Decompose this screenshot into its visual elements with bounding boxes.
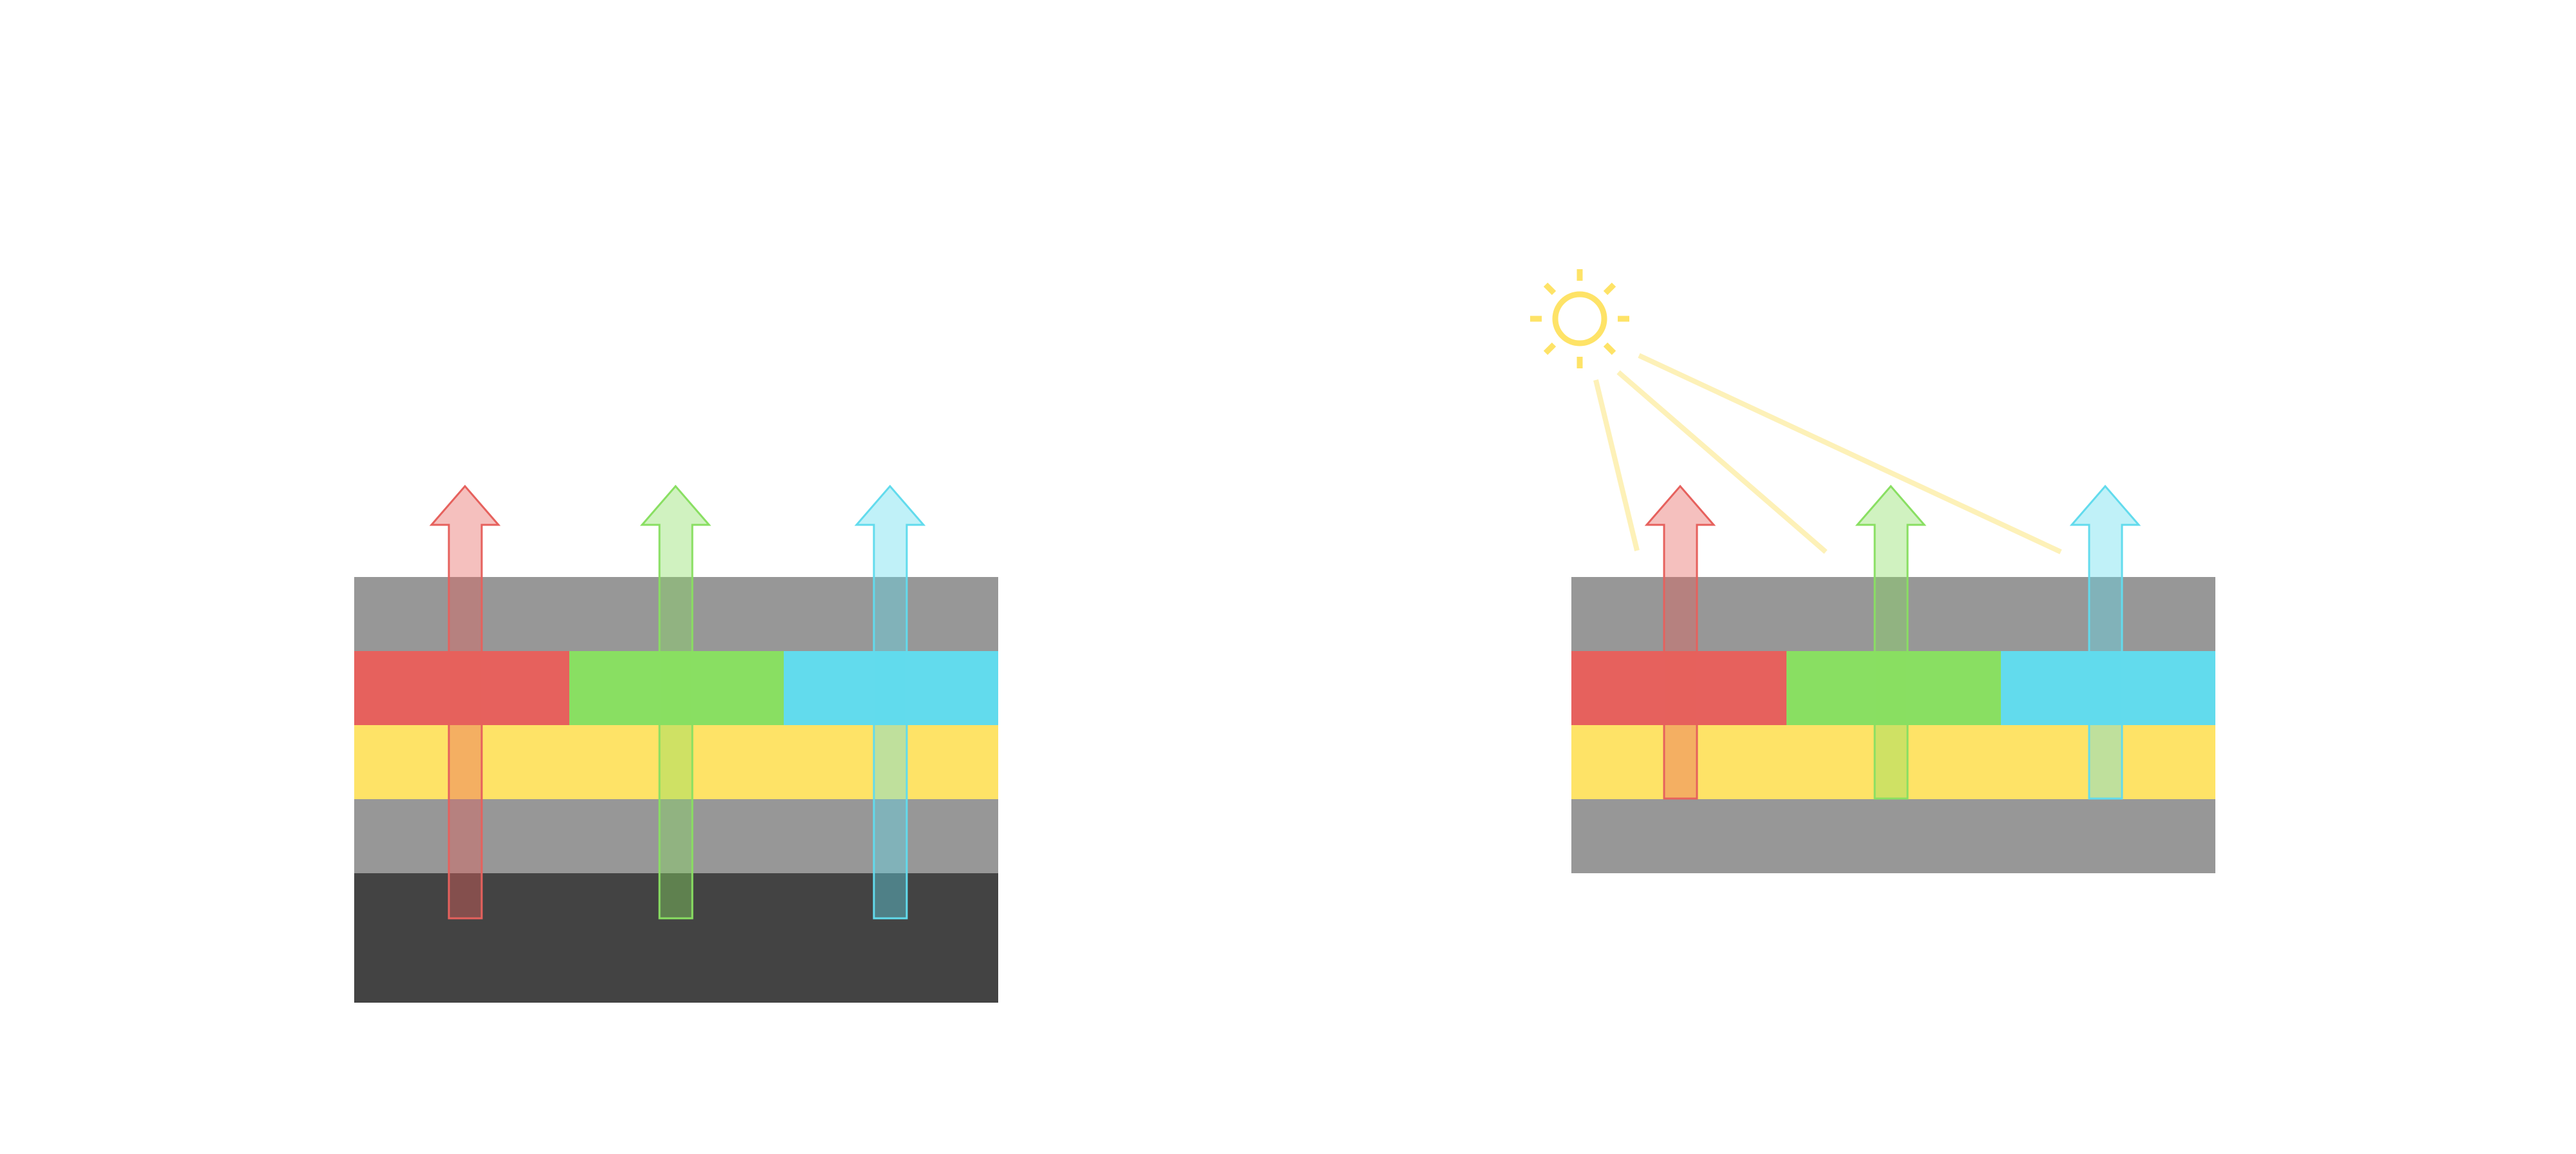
- left-red-arrow: [429, 484, 501, 920]
- left-bottom-gray-layer: [354, 799, 998, 873]
- sun-ray: [1638, 353, 2062, 554]
- left-green-filter-segment: [569, 651, 784, 725]
- sun-rays: [1593, 353, 2062, 554]
- right-diagram: [1530, 269, 2215, 873]
- sun-ray: [1616, 370, 1828, 554]
- right-top-gray-layer: [1571, 577, 2215, 651]
- right-layer-stack: [1571, 577, 2215, 873]
- right-yellow-layer: [1571, 725, 2215, 799]
- left-layer-stack: [354, 577, 998, 1003]
- right-green-arrow: [1855, 484, 1927, 800]
- left-diagram: [354, 484, 998, 1003]
- sun-icon: [1530, 269, 1629, 368]
- sun-ray: [1593, 379, 1640, 551]
- left-dark-base-layer: [354, 873, 998, 1003]
- right-green-filter-segment: [1786, 651, 2001, 725]
- left-top-gray-layer: [354, 577, 998, 651]
- left-red-filter-segment: [354, 651, 569, 725]
- left-yellow-layer: [354, 725, 998, 799]
- right-cyan-arrow: [2069, 484, 2141, 800]
- left-green-arrow: [639, 484, 712, 920]
- right-red-filter-segment: [1571, 651, 1786, 725]
- left-cyan-arrow: [854, 484, 926, 920]
- right-bottom-gray-layer: [1571, 799, 2215, 873]
- right-cyan-filter-segment: [2001, 651, 2215, 725]
- right-red-arrow: [1644, 484, 1716, 800]
- left-cyan-filter-segment: [784, 651, 998, 725]
